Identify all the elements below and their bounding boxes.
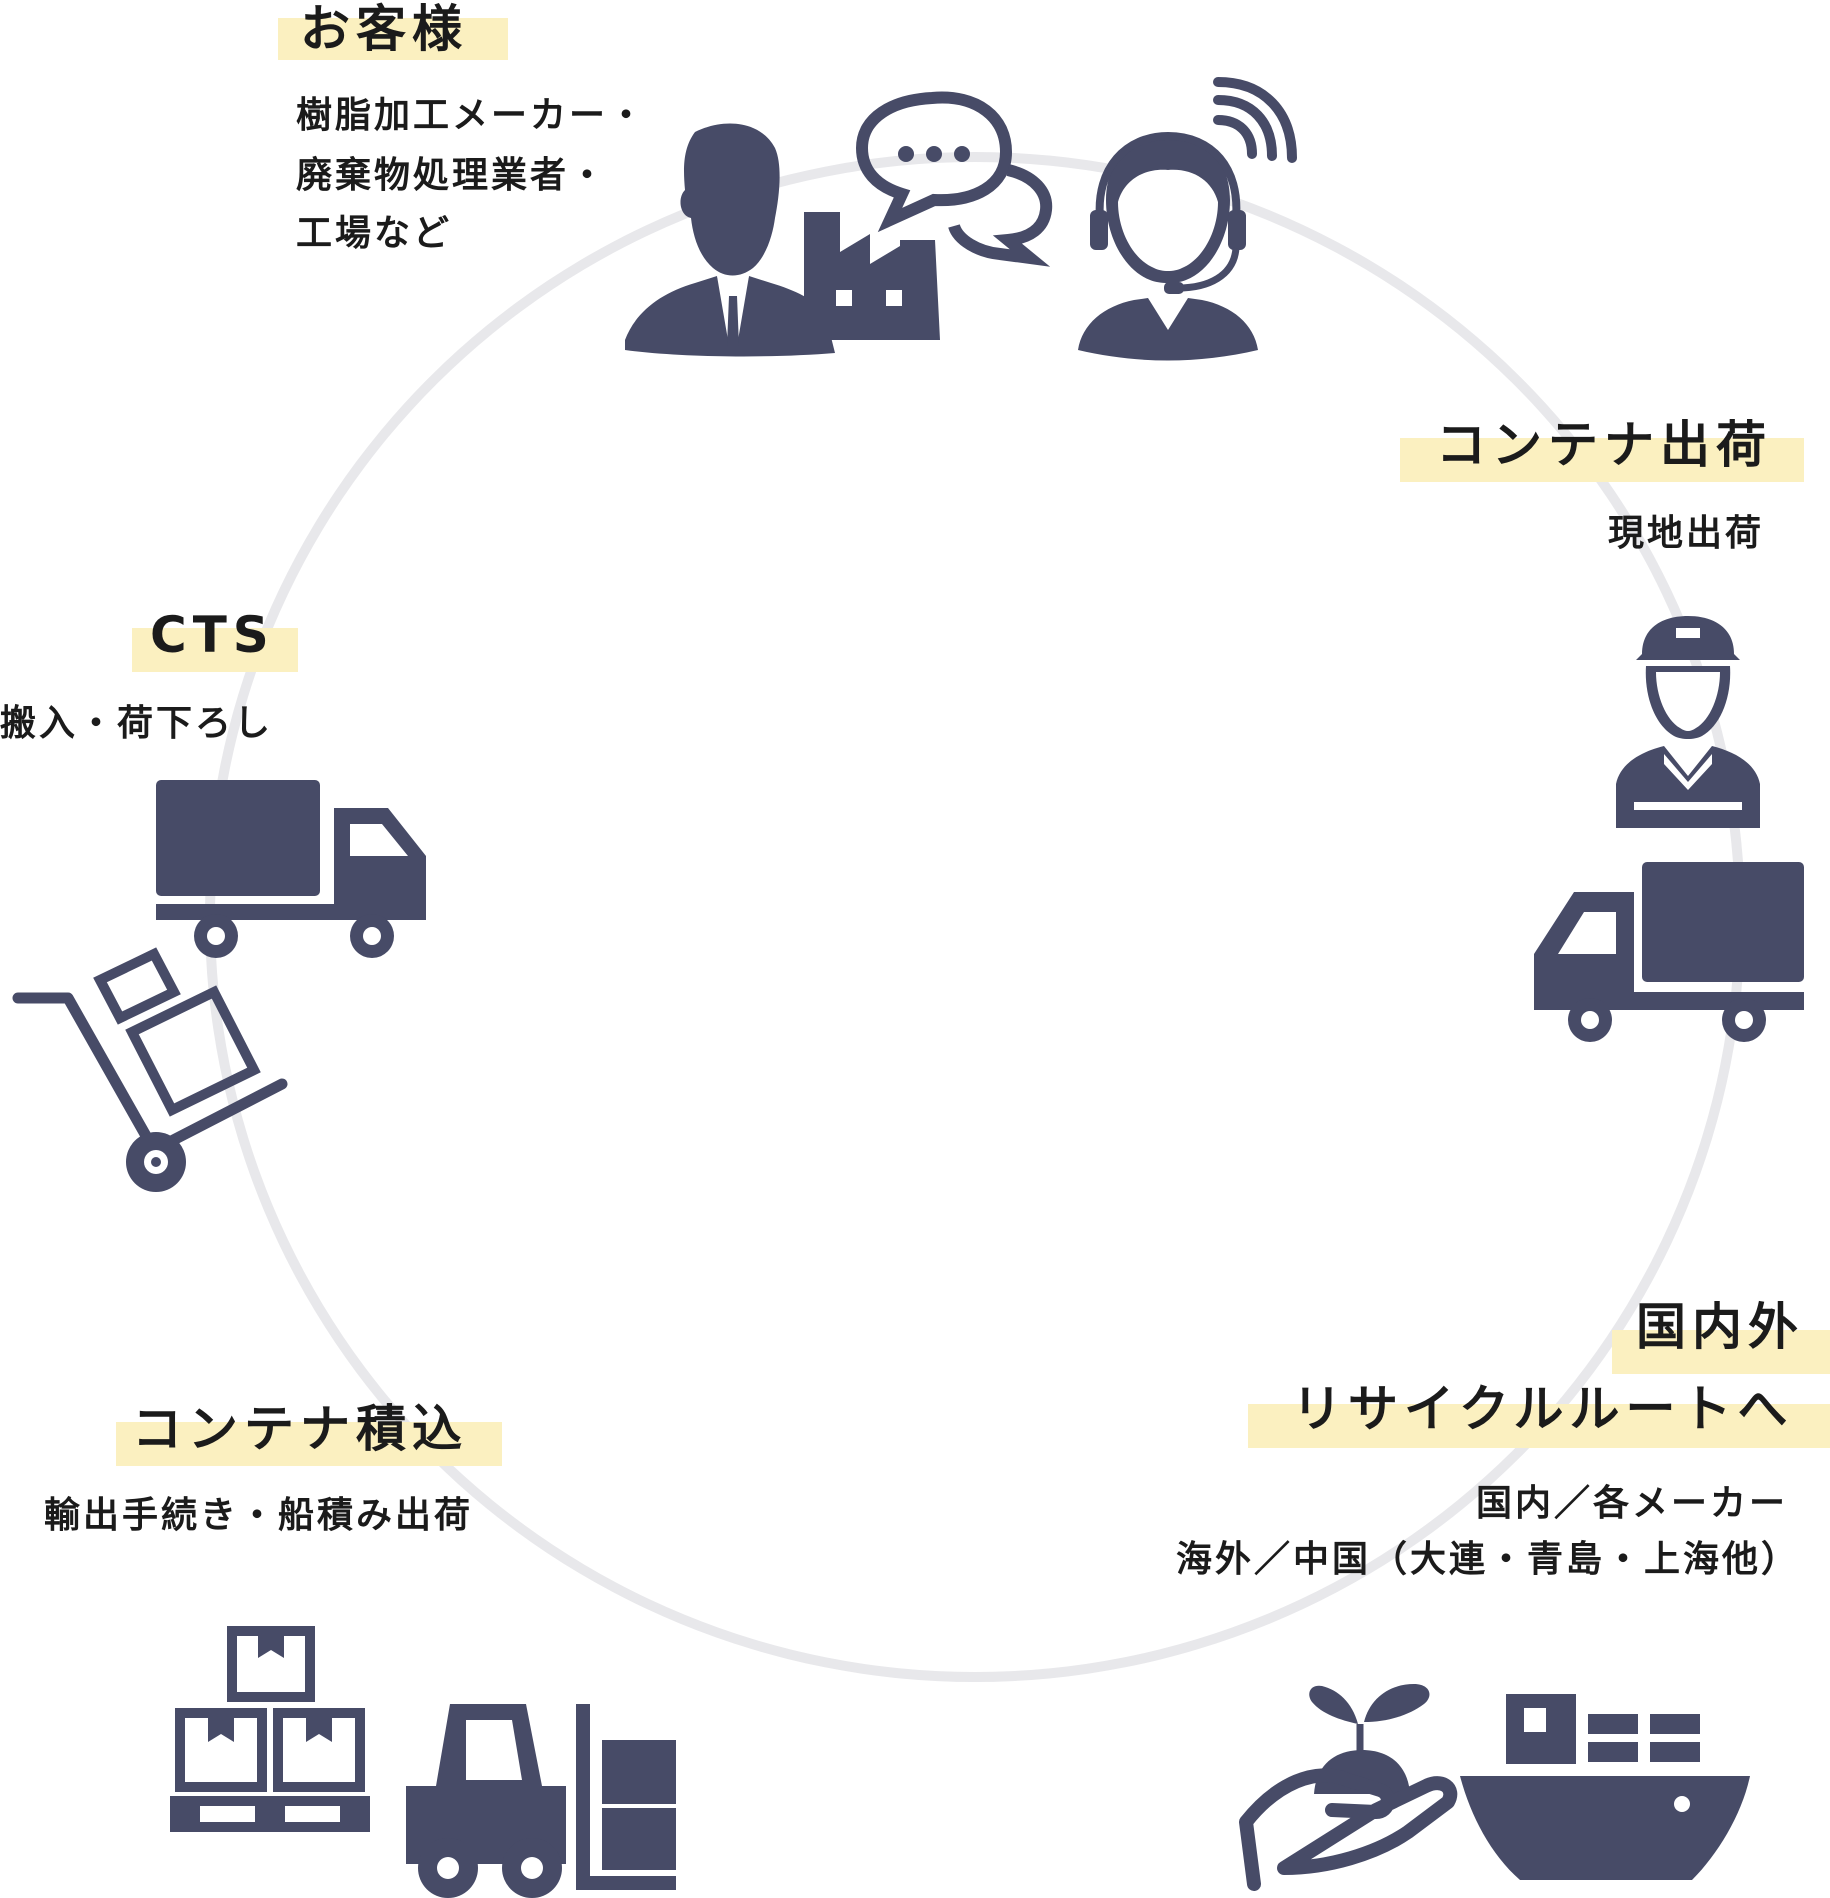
recycle-route-title-highlight-1 bbox=[1612, 1330, 1830, 1374]
container-shipping-title: コンテナ出荷 bbox=[1436, 416, 1772, 474]
customer-desc-line-2: 廃棄物処理業者・ bbox=[296, 155, 609, 196]
signal-waves-icon bbox=[1213, 77, 1297, 163]
recycle-route-title-highlight-2 bbox=[1248, 1404, 1830, 1448]
recycle-route-desc-line-2: 海外／中国（大連・青島・上海他） bbox=[1176, 1539, 1801, 1580]
truck-icon bbox=[156, 780, 426, 958]
container-loading-title-highlight bbox=[116, 1422, 502, 1466]
customer-title-highlight bbox=[278, 18, 508, 60]
cts-title: CTS bbox=[150, 606, 275, 664]
factory-icon bbox=[804, 212, 940, 340]
customer-desc-line-3: 工場など bbox=[296, 213, 453, 254]
operator-headset-icon bbox=[1078, 131, 1258, 361]
pallet-boxes-icon bbox=[170, 1626, 370, 1832]
hand-cart-icon bbox=[12, 947, 288, 1192]
delivery-truck-icon bbox=[1534, 862, 1804, 1042]
sprout-hand-icon bbox=[1239, 1684, 1458, 1891]
recycle-route-title-line-2: リサイクルルートへ bbox=[1292, 1380, 1794, 1438]
container-shipping-desc: 現地出荷 bbox=[1608, 513, 1765, 554]
customer-title: お客様 bbox=[300, 0, 468, 58]
recycle-route-desc-line-1: 国内／各メーカー bbox=[1476, 1483, 1789, 1524]
customer-desc-line-1: 樹脂加工メーカー・ bbox=[296, 95, 648, 136]
businessman-icon bbox=[625, 123, 835, 357]
speech-bubbles-icon bbox=[855, 91, 1053, 267]
cargo-ship-icon bbox=[1460, 1694, 1750, 1880]
container-shipping-title-highlight bbox=[1400, 438, 1804, 482]
container-loading-desc: 輸出手続き・船積み出荷 bbox=[44, 1495, 474, 1536]
delivery-worker-icon bbox=[1616, 616, 1760, 828]
cts-title-highlight bbox=[132, 628, 298, 672]
container-loading-title: コンテナ積込 bbox=[132, 1400, 468, 1458]
forklift-icon bbox=[406, 1704, 676, 1898]
cts-desc: 搬入・荷下ろし bbox=[0, 703, 274, 744]
recycle-route-title-line-1: 国内外 bbox=[1636, 1298, 1804, 1356]
